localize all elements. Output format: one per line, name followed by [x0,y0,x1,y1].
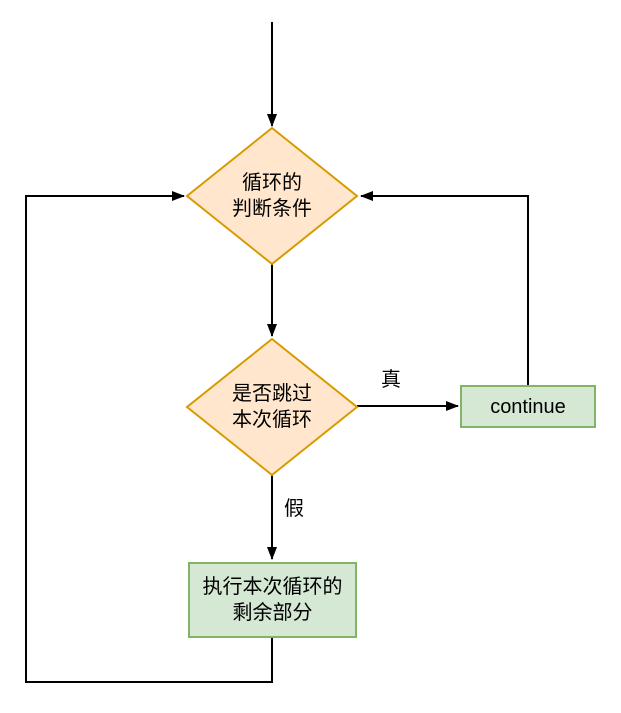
label-line: 执行本次循环的 [202,576,343,598]
process-continue-label: continue [490,395,566,418]
decision-loop-condition-shape [185,126,359,266]
decision-skip-shape [185,337,359,477]
process-continue: continue [460,385,596,428]
label-line: 判断条件 [232,198,312,220]
edge-label-true: 真 [381,369,401,391]
label-line: 是否跳过 [232,383,312,405]
process-loop-body-rest: 执行本次循环的 剩余部分 [188,562,357,638]
label-line: 循环的 [242,172,302,194]
label-line: 本次循环 [232,409,312,431]
edge-loop-body-loop-back [25,191,273,683]
edge-label-false: 假 [284,498,304,520]
decision-skip-label: 是否跳过 本次循环 [187,339,357,475]
decision-loop-condition-label: 循环的 判断条件 [187,128,357,264]
edge-continue-loop-back [360,191,529,385]
label-line: 剩余部分 [232,602,313,624]
